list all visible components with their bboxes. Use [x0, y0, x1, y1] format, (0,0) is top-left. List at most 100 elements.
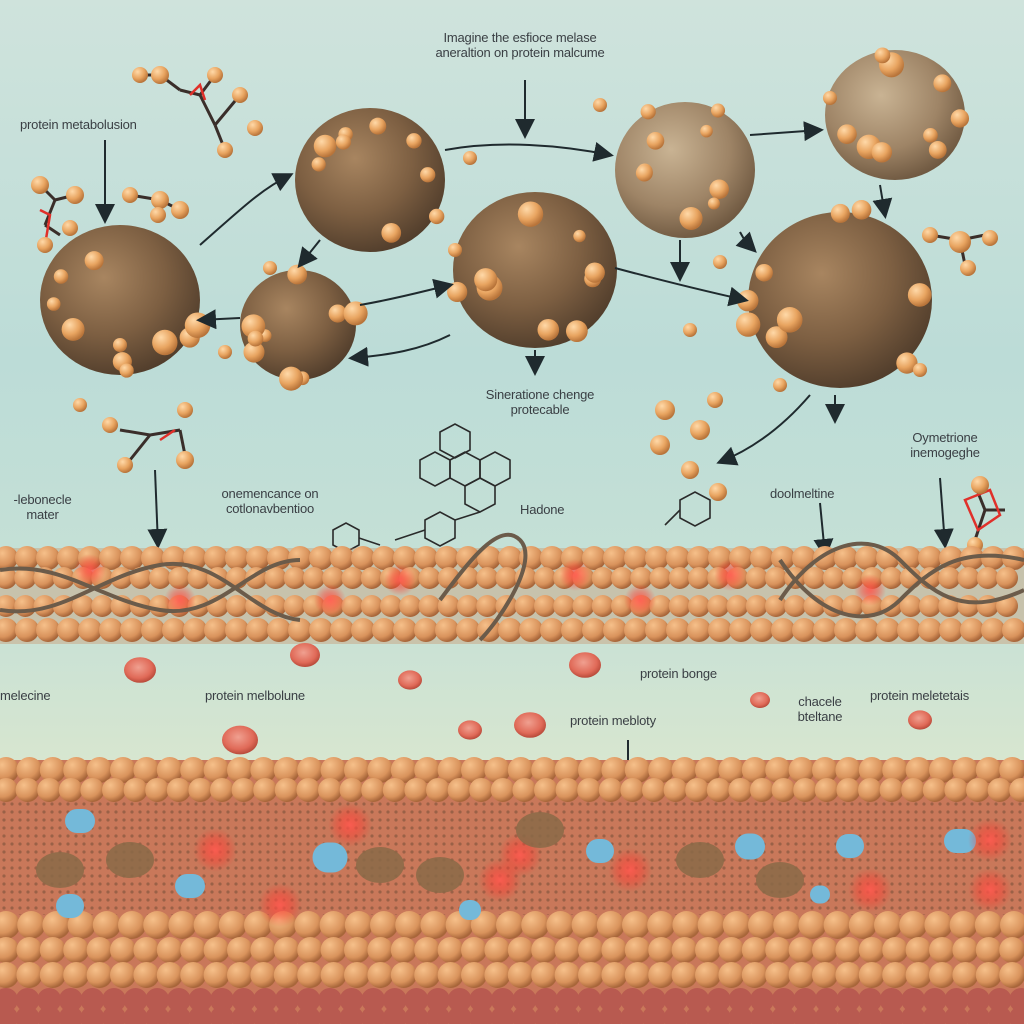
- blue-capsule: [56, 894, 84, 918]
- membrane-bead: [168, 567, 191, 589]
- protein-bead: [736, 289, 759, 312]
- tissue-bead: [620, 988, 645, 1012]
- tissue-bead: [145, 778, 170, 802]
- protein-bead: [420, 167, 436, 183]
- protein-bead: [537, 318, 560, 341]
- tissue-bead: [37, 778, 62, 802]
- membrane-bead: [876, 546, 900, 570]
- tissue-bead: [63, 962, 90, 988]
- tissue-bead: [382, 778, 407, 802]
- membrane-bead: [226, 595, 248, 617]
- tissue-bead: [836, 1006, 861, 1024]
- tissue-bead: [695, 962, 721, 988]
- tissue-bead: [296, 988, 321, 1012]
- tissue-bead: [546, 911, 575, 939]
- tissue-bead: [648, 757, 675, 783]
- tissue-bead: [672, 911, 701, 939]
- tissue-bead: [601, 757, 628, 783]
- membrane-bead: [309, 618, 333, 642]
- membrane-bead: [437, 595, 460, 617]
- tissue-bead: [879, 988, 904, 1012]
- protein-bead: [907, 283, 932, 307]
- membrane-bead: [624, 618, 648, 642]
- protein-bead: [776, 307, 803, 333]
- membrane-bead: [645, 546, 669, 570]
- membrane-bead: [880, 567, 903, 589]
- tissue-bead: [879, 778, 904, 802]
- tissue-bead: [296, 778, 321, 802]
- membrane-bead: [457, 567, 479, 589]
- membrane-bead: [918, 618, 942, 642]
- tissue-bead: [577, 778, 602, 802]
- tissue-bead: [966, 778, 990, 802]
- tissue-bead: [484, 937, 511, 963]
- tissue-bead: [0, 757, 19, 783]
- tissue-bead: [949, 911, 978, 939]
- tissue-bead: [531, 962, 558, 988]
- tissue-bead: [123, 778, 148, 802]
- tissue-bead: [274, 988, 299, 1012]
- protein-bead: [707, 197, 720, 210]
- membrane-bead: [204, 546, 228, 570]
- membrane-bead: [813, 618, 837, 642]
- tissue-bead: [273, 937, 300, 963]
- tissue-bead: [975, 937, 1002, 963]
- protein-bead: [709, 179, 729, 200]
- protein-tangle: [756, 862, 804, 898]
- membrane-bead: [765, 567, 787, 589]
- tissue-bead: [601, 937, 628, 963]
- tissue-bead: [929, 937, 955, 963]
- protein-bead: [851, 200, 872, 220]
- tissue-bead: [624, 962, 651, 988]
- membrane-bead: [414, 546, 438, 570]
- protein-bead: [896, 352, 918, 374]
- tissue-bead: [426, 778, 450, 802]
- tissue-bead: [166, 988, 191, 1012]
- tissue-bead: [80, 988, 105, 1012]
- tissue-bead: [320, 962, 347, 988]
- membrane-bead: [288, 618, 312, 642]
- tissue-bead: [697, 911, 726, 939]
- tissue-bead: [798, 911, 827, 939]
- membrane-bead: [591, 567, 614, 589]
- protein-bead: [755, 263, 773, 282]
- tissue-bead: [16, 937, 43, 963]
- tissue-bead: [905, 757, 932, 783]
- blue-capsule: [175, 874, 205, 898]
- membrane-bead: [187, 567, 210, 589]
- tissue-bead: [145, 988, 170, 1012]
- membrane-bead: [687, 546, 711, 570]
- tissue-bead: [814, 778, 839, 802]
- protein-bead: [113, 338, 127, 352]
- tissue-bead: [39, 937, 66, 963]
- red-glow: [193, 828, 237, 872]
- membrane-bead: [341, 567, 364, 589]
- tissue-bead: [771, 988, 796, 1012]
- tissue-bead: [507, 962, 534, 988]
- membrane-bead: [855, 546, 879, 570]
- tissue-bead: [145, 1006, 170, 1024]
- membrane-bead: [666, 618, 690, 642]
- membrane-bead: [803, 567, 826, 589]
- membrane-bead: [372, 618, 396, 642]
- membrane-bead: [834, 546, 858, 570]
- protein-bead: [406, 133, 422, 149]
- membrane-bead: [435, 618, 459, 642]
- tissue-bead: [118, 911, 146, 939]
- membrane-bead: [750, 546, 774, 570]
- protein-bead: [928, 141, 947, 159]
- membrane-bead: [309, 546, 333, 570]
- tissue-bead: [835, 962, 862, 988]
- membrane-bead: [771, 618, 795, 642]
- protein-melbolune-label: protein melbolune: [205, 688, 305, 703]
- tissue-bead: [203, 937, 230, 963]
- tissue-bead: [858, 962, 885, 988]
- tissue-bead: [92, 911, 121, 939]
- tissue-bead: [210, 1006, 234, 1024]
- tissue-bead: [395, 911, 424, 939]
- membrane-bead: [141, 618, 165, 642]
- tissue-bead: [534, 988, 558, 1012]
- tissue-bead: [663, 778, 688, 802]
- tissue-bead: [771, 1006, 796, 1024]
- tissue-bead: [882, 757, 909, 783]
